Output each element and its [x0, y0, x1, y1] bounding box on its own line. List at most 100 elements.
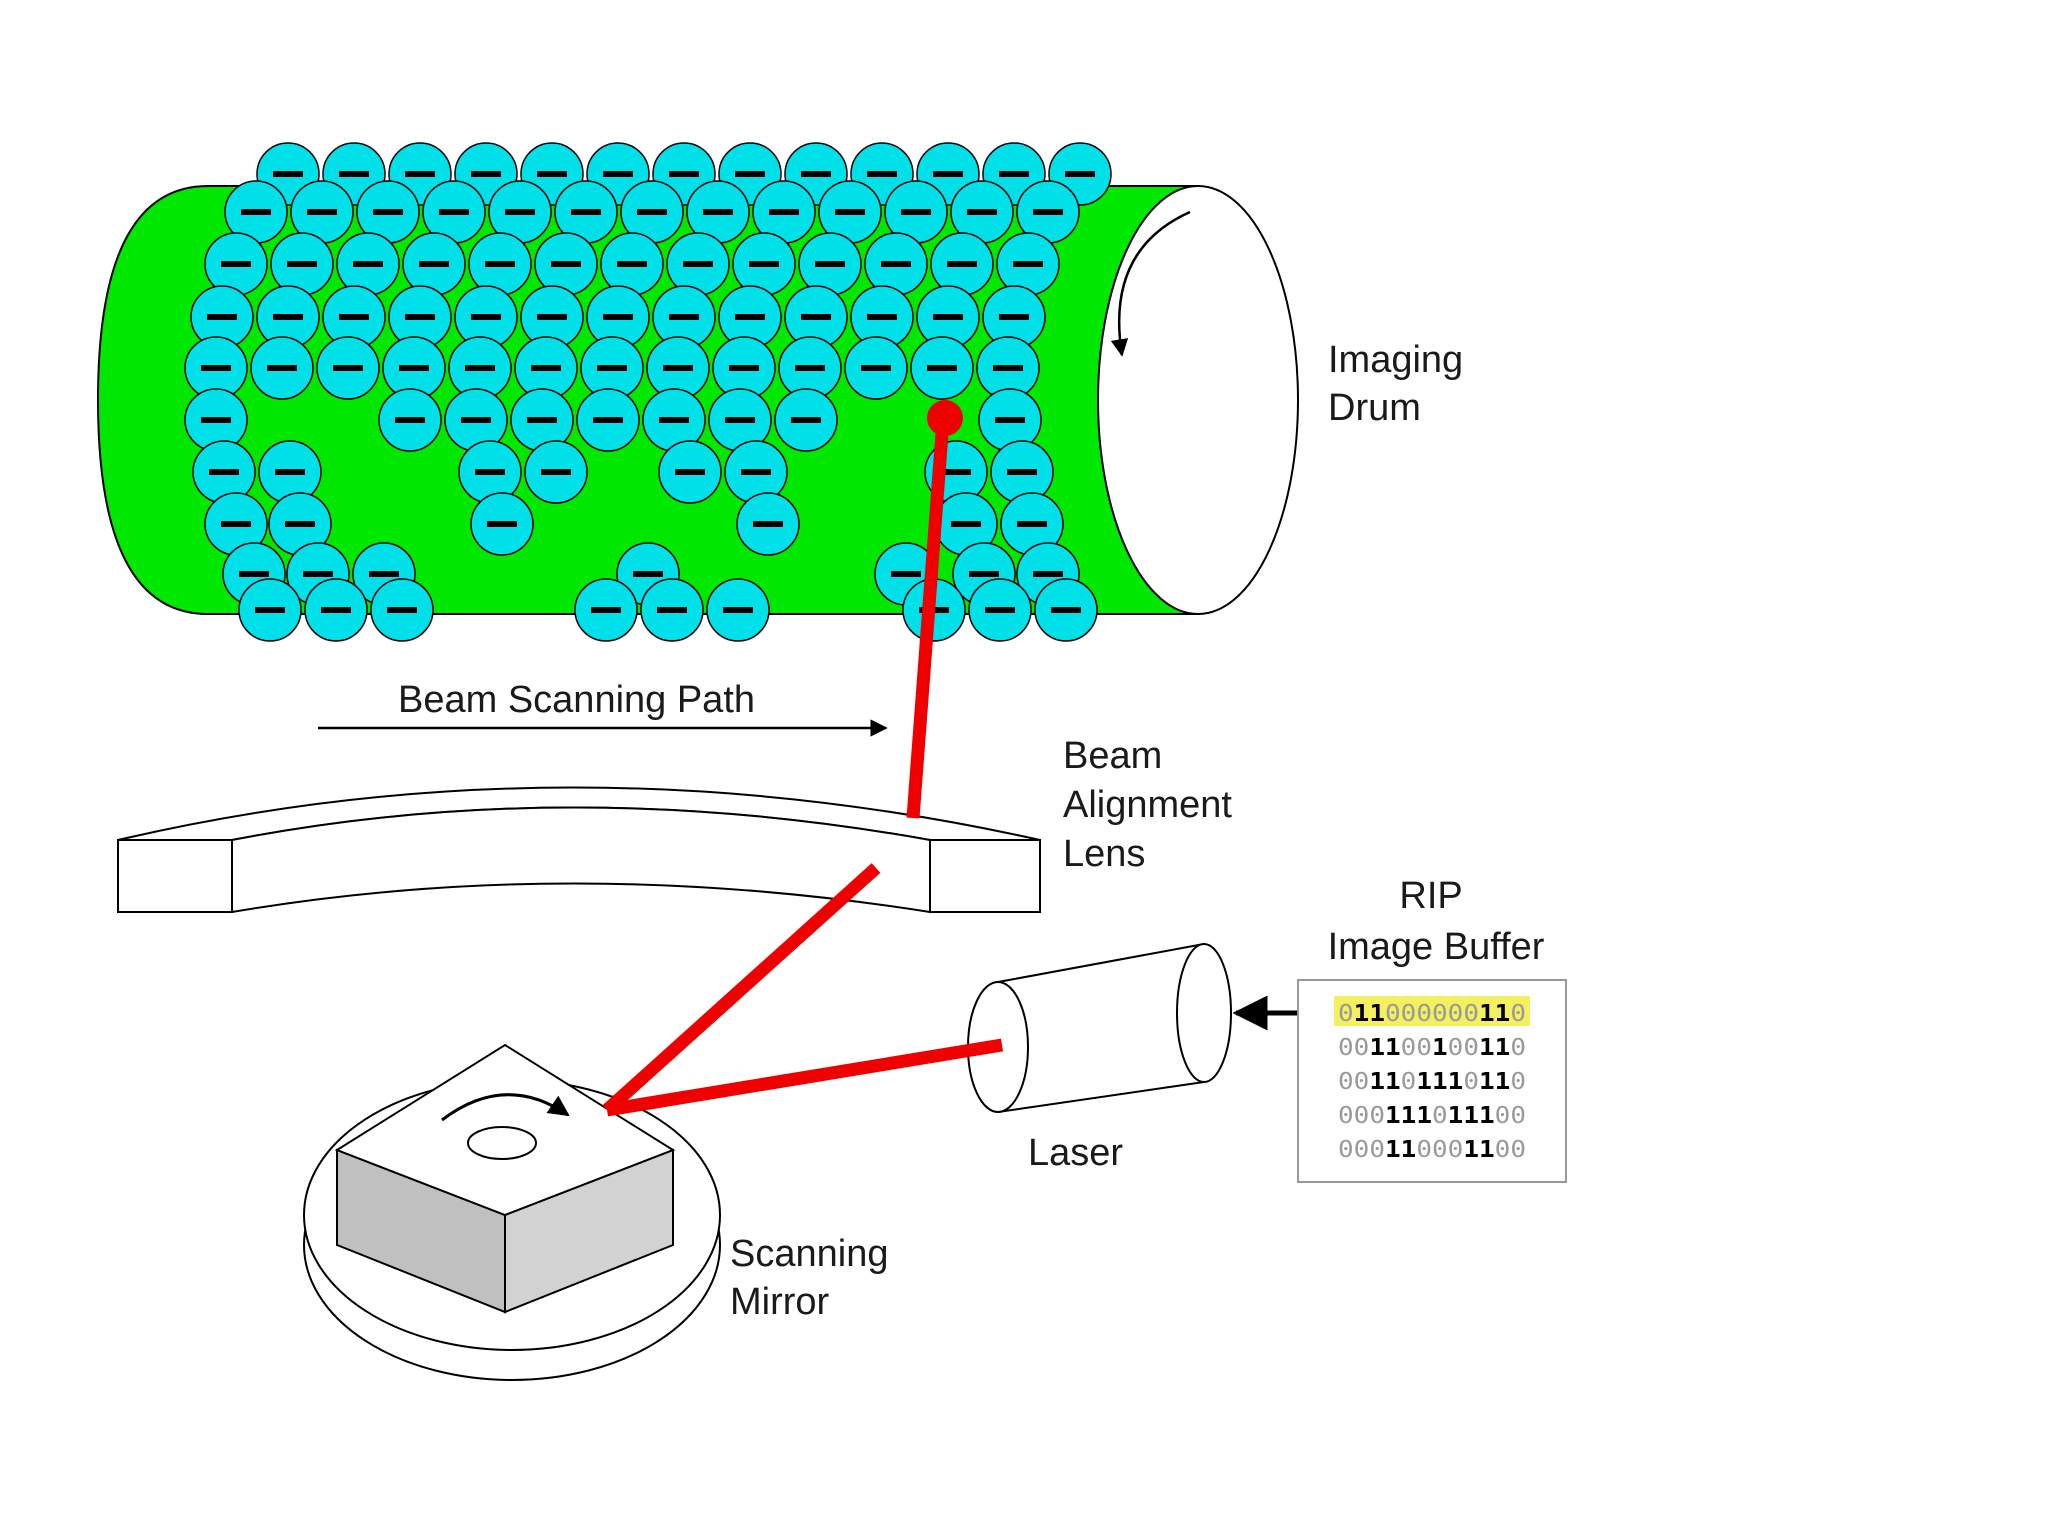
negative-charge-icon	[465, 365, 495, 371]
mirror-rotation-arrow-icon	[441, 1093, 570, 1122]
negative-charge-icon	[735, 314, 765, 320]
image-buffer-row: 000110001100	[1338, 1137, 1526, 1163]
lens-left-block	[117, 839, 233, 913]
drum-end-face	[1097, 185, 1299, 615]
negative-charge-icon	[617, 261, 647, 267]
negative-charge-icon	[201, 417, 231, 423]
negative-charge-icon	[637, 209, 667, 215]
negative-charge-icon	[749, 261, 779, 267]
image-buffer-row: 000111011100	[1338, 1103, 1526, 1129]
drum-rotation-arrow-icon	[1110, 210, 1191, 357]
negative-charge-icon	[1033, 571, 1063, 577]
negative-charge-icon	[941, 469, 971, 475]
negative-charge-icon	[241, 209, 271, 215]
negative-charge-icon	[985, 607, 1015, 613]
negative-charge-icon	[551, 261, 581, 267]
negative-charge-icon	[439, 209, 469, 215]
lens-right-block	[929, 839, 1041, 913]
negative-charge-icon	[769, 209, 799, 215]
negative-charge-icon	[239, 571, 269, 577]
negative-charge-icon	[753, 521, 783, 527]
negative-charge-icon	[735, 171, 765, 177]
negative-charge-icon	[835, 209, 865, 215]
negative-charge-icon	[861, 365, 891, 371]
negative-charge-icon	[387, 607, 417, 613]
scanning-mirror	[303, 1043, 721, 1381]
negative-charge-icon	[405, 171, 435, 177]
negative-charge-icon	[399, 365, 429, 371]
negative-charge-icon	[1065, 171, 1095, 177]
negative-charge-icon	[663, 365, 693, 371]
negative-charge-icon	[201, 365, 231, 371]
negative-charge-icon	[603, 171, 633, 177]
negative-charge-icon	[969, 571, 999, 577]
negative-charge-icon	[339, 171, 369, 177]
negative-charge-icon	[933, 314, 963, 320]
negative-charge-icon	[815, 261, 845, 267]
beam-alignment-lens-label: Beam Alignment Lens	[1063, 735, 1243, 875]
negative-charge-icon	[669, 314, 699, 320]
image-buffer-row: 011000000110	[1338, 1001, 1526, 1027]
negative-charge-icon	[273, 314, 303, 320]
negative-charge-icon	[405, 314, 435, 320]
negative-charge-icon	[703, 209, 733, 215]
negative-charge-icon	[209, 469, 239, 475]
negative-charge-icon	[537, 171, 567, 177]
lens-curved-front	[231, 806, 931, 914]
laser-label: Laser	[1028, 1132, 1123, 1174]
image-buffer-row: 001101110110	[1338, 1069, 1526, 1095]
negative-charge-icon	[221, 521, 251, 527]
negative-charge-icon	[881, 261, 911, 267]
rip-image-buffer: 011000000110 001100100110 001101110110 0001…	[1297, 979, 1567, 1183]
negative-charge-icon	[591, 607, 621, 613]
negative-charge-icon	[729, 365, 759, 371]
negative-charge-icon	[255, 607, 285, 613]
negative-charge-icon	[531, 365, 561, 371]
rip-image-buffer-label: RIP Image Buffer	[1328, 875, 1545, 968]
negative-charge-icon	[795, 365, 825, 371]
negative-charge-icon	[471, 171, 501, 177]
negative-charge-icon	[395, 417, 425, 423]
laser	[967, 942, 1232, 1114]
negative-charge-icon	[675, 469, 705, 475]
negative-charge-icon	[273, 171, 303, 177]
beam-scanning-path-label: Beam Scanning Path	[398, 679, 755, 721]
imaging-drum-label: Imaging Drum	[1328, 339, 1474, 429]
negative-charge-icon	[369, 571, 399, 577]
mirror-spindle	[467, 1126, 537, 1160]
negative-charge-icon	[267, 365, 297, 371]
negative-charge-icon	[527, 417, 557, 423]
negative-charge-icon	[485, 261, 515, 267]
negative-charge-icon	[801, 314, 831, 320]
beam-spot	[927, 400, 963, 436]
negative-charge-icon	[741, 469, 771, 475]
negative-charge-icon	[657, 607, 687, 613]
negative-charge-icon	[373, 209, 403, 215]
beam-segment-lens-to-drum	[906, 419, 950, 819]
laser-back-cap	[1176, 943, 1232, 1083]
negative-charge-icon	[537, 314, 567, 320]
negative-charge-icon	[603, 314, 633, 320]
negative-charge-icon	[505, 209, 535, 215]
beam-segment-mirror-to-lens	[602, 863, 881, 1115]
image-buffer-rows: 011000000110 001100100110 001101110110 0001…	[1338, 1001, 1526, 1163]
negative-charge-icon	[801, 171, 831, 177]
negative-charge-icon	[995, 417, 1025, 423]
negative-charge-icon	[947, 261, 977, 267]
negative-charge-icon	[307, 209, 337, 215]
negative-charge-icon	[333, 365, 363, 371]
negative-charge-icon	[597, 365, 627, 371]
negative-charge-icon	[571, 209, 601, 215]
negative-charge-icon	[321, 607, 351, 613]
negative-charge-icon	[287, 261, 317, 267]
negative-charge-icon	[683, 261, 713, 267]
image-buffer-row: 001100100110	[1338, 1035, 1526, 1061]
negative-charge-icon	[353, 261, 383, 267]
negative-charge-icon	[221, 261, 251, 267]
negative-charge-icon	[723, 607, 753, 613]
negative-charge-icon	[207, 314, 237, 320]
negative-charge-icon	[285, 521, 315, 527]
negative-charge-icon	[901, 209, 931, 215]
negative-charge-icon	[475, 469, 505, 475]
